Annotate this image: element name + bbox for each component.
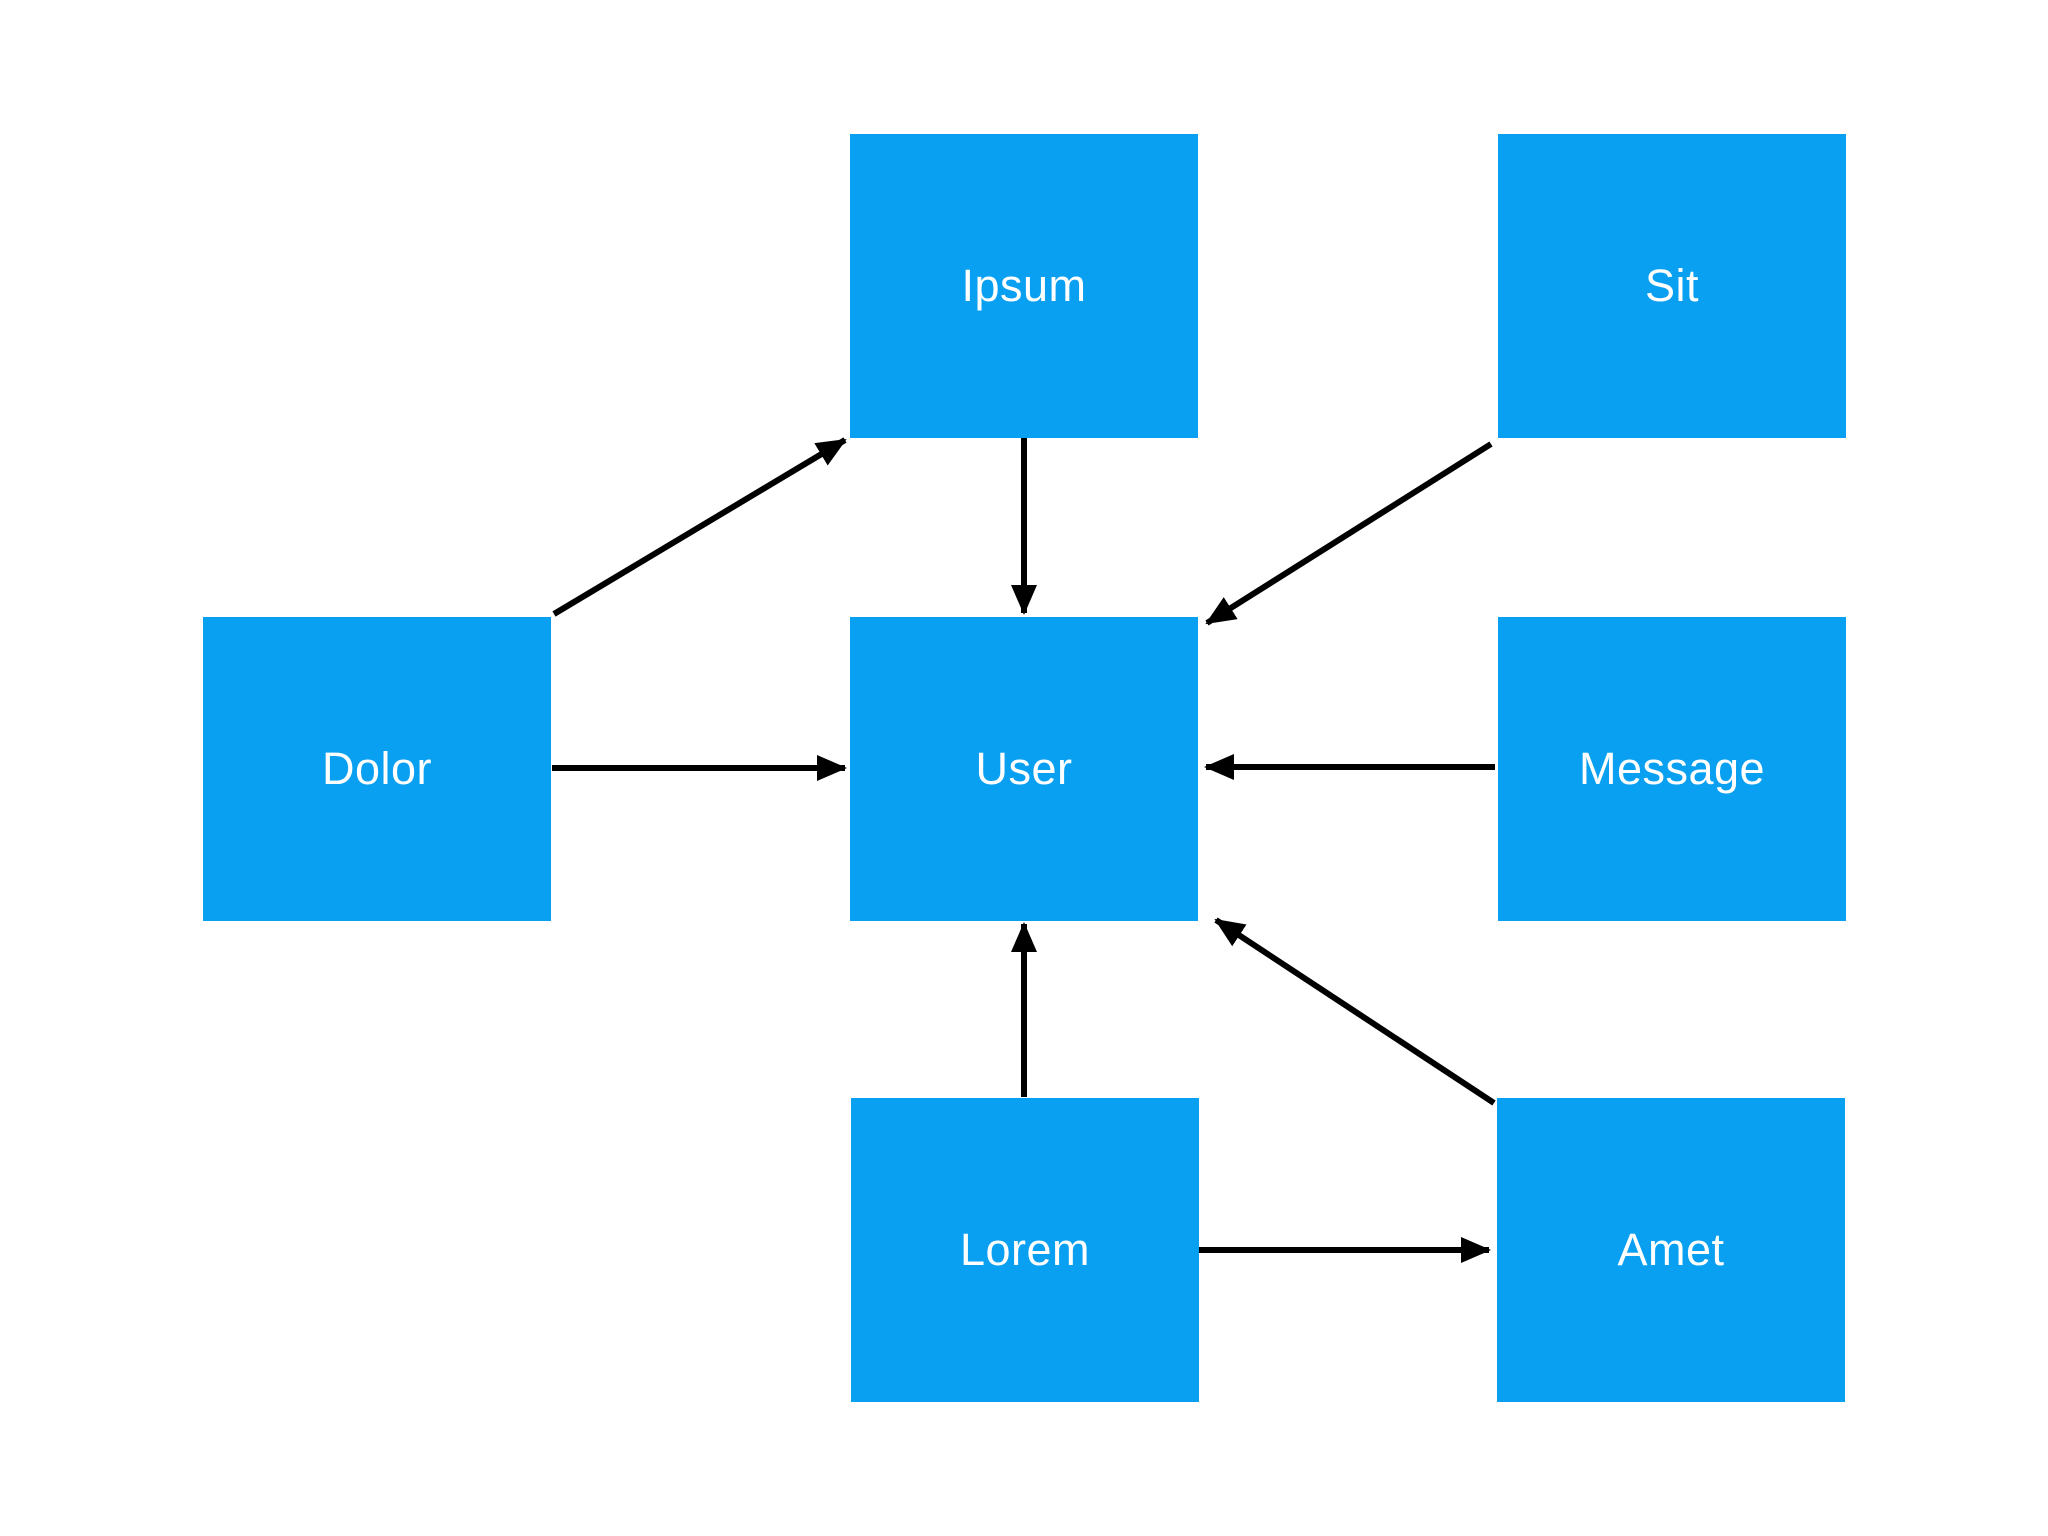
edge-sit-to-user [1205, 441, 1493, 626]
node-lorem-label: Lorem [959, 1224, 1091, 1275]
node-user: User [850, 617, 1198, 921]
node-sit: Sit [1498, 134, 1846, 438]
node-user-label: User [975, 743, 1073, 794]
node-message-label: Message [1578, 743, 1766, 794]
node-ipsum: Ipsum [850, 134, 1198, 438]
node-amet: Amet [1497, 1098, 1845, 1402]
node-amet-label: Amet [1617, 1224, 1725, 1275]
edge-dolor-to-ipsum [552, 437, 847, 617]
edge-amet-to-user [1214, 917, 1496, 1106]
node-message: Message [1498, 617, 1846, 921]
node-dolor: Dolor [203, 617, 551, 921]
node-ipsum-label: Ipsum [961, 260, 1087, 311]
node-lorem: Lorem [851, 1098, 1199, 1402]
node-sit-label: Sit [1644, 260, 1699, 311]
node-dolor-label: Dolor [321, 743, 433, 794]
